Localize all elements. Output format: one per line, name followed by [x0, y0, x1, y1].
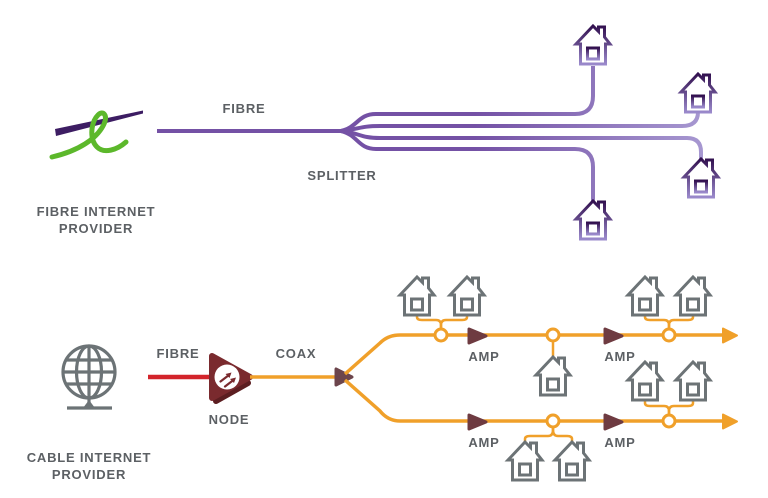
splitter-branch [340, 129, 703, 162]
tap-icon [545, 413, 561, 429]
house-icon [576, 201, 610, 239]
cable-fibre-label: FIBRE [156, 346, 200, 361]
splitter-branch [340, 111, 700, 133]
house-icon [628, 277, 662, 315]
fibre-line-label: FIBRE [222, 101, 266, 116]
house-icon [628, 362, 662, 400]
node-label: NODE [208, 412, 250, 427]
globe-icon [61, 344, 117, 410]
amp-icon [467, 327, 488, 345]
house-icon [555, 442, 589, 480]
arrow-icon [722, 327, 738, 344]
coax-label: COAX [275, 346, 317, 361]
house-icon [684, 159, 718, 197]
tap-icon [661, 413, 677, 429]
house-icon [450, 277, 484, 315]
splitter-branch [340, 66, 595, 133]
tap-icon [661, 327, 677, 343]
splitter-label: SPLITTER [307, 168, 377, 183]
cable-network [61, 277, 738, 480]
coax-branch-top [343, 333, 724, 376]
house-icon [676, 362, 710, 400]
amp-label: AMP [468, 435, 500, 450]
amp-icon [603, 413, 624, 431]
tap-icon [545, 327, 561, 343]
amp-icon [603, 327, 624, 345]
fibre-line [157, 66, 703, 201]
splitter-branch [340, 129, 595, 201]
amp-icon [467, 413, 488, 431]
amp-label: AMP [468, 349, 500, 364]
fibre-network [49, 26, 718, 239]
node-icon [209, 353, 253, 404]
amp-label: AMP [604, 435, 636, 450]
fibre-provider-label: FIBRE INTERNET PROVIDER [36, 204, 156, 236]
house-icon [400, 277, 434, 315]
house-icon [676, 277, 710, 315]
house-icon [508, 442, 542, 480]
cable-homes [400, 277, 710, 480]
tap-icon [433, 327, 449, 343]
house-icon [536, 357, 570, 395]
tap-drops [415, 315, 695, 443]
fibre-provider-logo [49, 110, 143, 160]
house-icon [576, 26, 610, 64]
coax-branch-bottom [343, 378, 724, 423]
amp-label: AMP [604, 349, 636, 364]
house-icon [681, 74, 715, 112]
arrow-icon [722, 413, 738, 430]
cable-provider-label: CABLE INTERNET PROVIDER [26, 450, 152, 482]
node-signal-arrows-icon [219, 372, 236, 388]
coax-splitter-icon [334, 367, 354, 387]
